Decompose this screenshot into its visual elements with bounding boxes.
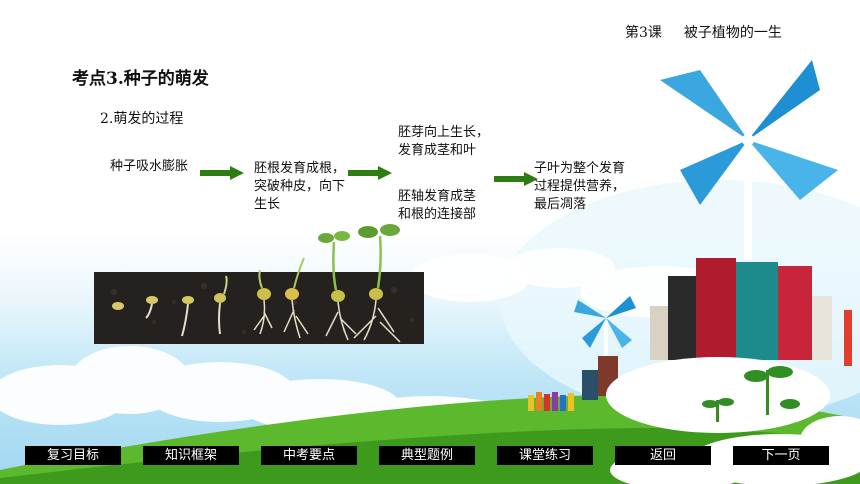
seedling-sequence: [111, 224, 414, 343]
nav-key-points-button[interactable]: 中考要点: [261, 446, 357, 465]
lesson-number: 第3课: [625, 25, 662, 41]
step-4-text: 子叶为整个发育 过程提供营养， 最后凋落: [534, 161, 626, 212]
lesson-title: 被子植物的一生: [683, 25, 782, 41]
step-3a-text: 胚芽向上生长， 发育成茎和叶: [398, 125, 490, 158]
subsection-title: 2.萌发的过程: [100, 111, 184, 127]
lesson-header: 第3课 被子植物的一生: [625, 22, 782, 42]
arrow-right-icon: [200, 166, 244, 180]
pinwheel-icon: [660, 60, 838, 260]
nav-framework-button[interactable]: 知识框架: [143, 446, 239, 465]
step-1-text: 种子吸水膨胀: [110, 159, 189, 174]
book-stack-icon: [582, 258, 852, 400]
seedling-icon: [702, 366, 800, 422]
arrow-right-icon: [348, 166, 392, 180]
nav-practice-button[interactable]: 课堂练习: [497, 446, 593, 465]
nav-review-button[interactable]: 复习目标: [25, 446, 121, 465]
nav-examples-button[interactable]: 典型题例: [379, 446, 475, 465]
section-title: 考点3.种子的萌发: [72, 69, 209, 89]
nav-next-button[interactable]: 下一页: [733, 446, 829, 465]
step-2-text: 胚根发育成根， 突破种皮，向下 生长: [254, 161, 346, 212]
germination-photo: [94, 224, 424, 344]
pinwheel-icon: [574, 296, 636, 370]
bottom-nav: 复习目标 知识框架 中考要点 典型题例 课堂练习 返回 下一页: [25, 446, 835, 466]
nav-back-button[interactable]: 返回: [615, 446, 711, 465]
arrow-right-icon: [494, 172, 538, 186]
step-3b-text: 胚轴发育成茎 和根的连接部: [398, 189, 477, 222]
